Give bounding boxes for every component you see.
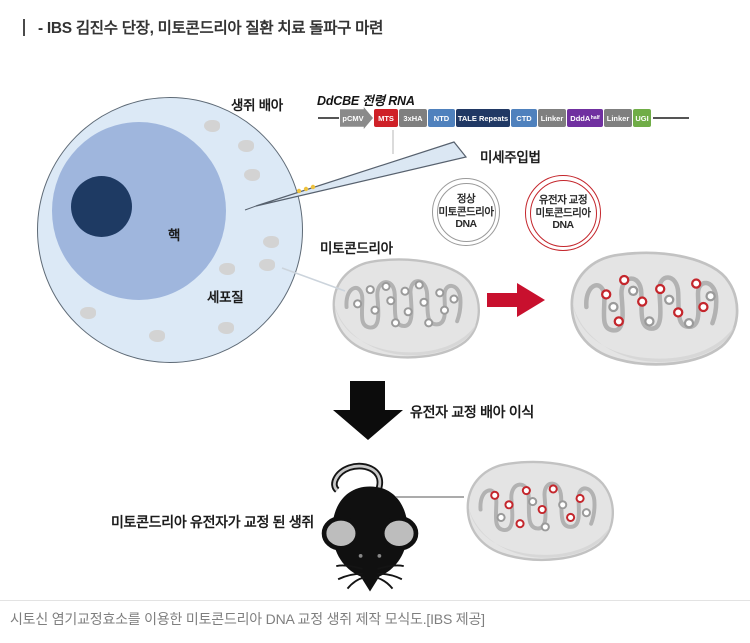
mouse-ear-right [379, 515, 419, 551]
construct-lead-line [318, 117, 339, 119]
construct-title: DdCBE 전령 RNA [317, 94, 415, 108]
segment-ntd: NTD [428, 109, 455, 127]
black-down-arrow [333, 381, 403, 440]
mitochondrion-edited [558, 244, 748, 370]
cytoplasm-label: 세포질 [207, 290, 244, 305]
mitochondria-label: 미토콘드리아 [320, 241, 393, 256]
edited-dna-line1: 유전자 교정 [538, 194, 588, 207]
mitochondrion-in-mouse [465, 460, 615, 562]
construct-trail-line [653, 117, 689, 119]
mitochondrion-blob [80, 307, 96, 319]
mouse-tail-highlight [333, 464, 382, 493]
mitochondrion-blob [149, 330, 165, 342]
mitochondrion-normal [331, 257, 481, 360]
figure-caption: 시토신 염기교정효소를 이용한 미토콘드리아 DNA 교정 생쥐 제작 모식도.… [10, 611, 485, 627]
mitochondrion-blob [259, 259, 275, 271]
edited-dna-line3: DNA [552, 219, 574, 232]
normal-mtdna-text: 정상 미토콘드리아 DNA [436, 182, 496, 242]
mitochondrion-blob [238, 140, 254, 152]
headline-marker-bar [23, 19, 25, 36]
mitochondrion-blob [204, 120, 220, 132]
ddda-main-label: DddA [570, 113, 591, 123]
ddcbe-construct: pCMV MTS 3xHA NTD TALE Repeats CTD Linke… [318, 107, 689, 129]
mitochondrion-blob [244, 169, 260, 181]
edited-mouse-label: 미토콘드리아 유전자가 교정 된 생쥐 [110, 514, 314, 530]
normal-dna-line3: DNA [455, 218, 477, 231]
mitochondrion-blob [219, 263, 235, 275]
caption-divider [0, 600, 750, 601]
headline: - IBS 김진수 단장, 미토콘드리아 질환 치료 돌파구 마련 [38, 20, 384, 37]
mouse-eye-left [358, 553, 363, 558]
segment-tale-repeats: TALE Repeats [456, 109, 510, 127]
embryo-label: 생쥐 배아 [231, 98, 283, 113]
segment-ugi: UGI [633, 109, 651, 127]
edited-mtdna-text: 유전자 교정 미토콘드리아 DNA [529, 179, 597, 247]
injection-droplet [310, 184, 316, 190]
segment-mts: MTS [374, 109, 398, 127]
mouse-illustration [321, 462, 419, 592]
mitochondrion-blob [263, 236, 279, 248]
segment-ctd: CTD [511, 109, 537, 127]
mouse-whiskers [336, 564, 404, 590]
mouse-eye-right [377, 553, 382, 558]
microinjection-label: 미세주입법 [480, 150, 541, 165]
red-right-arrow [487, 283, 545, 317]
mouse-ear-left [321, 515, 361, 551]
transplant-label: 유전자 교정 배아 이식 [410, 404, 534, 420]
mouse-body [332, 486, 408, 592]
normal-mtdna-circle: 정상 미토콘드리아 DNA [432, 178, 500, 246]
edited-dna-line2: 미토콘드리아 [535, 206, 591, 219]
segment-linker-1: Linker [538, 109, 566, 127]
mitochondrion-blob [218, 322, 234, 334]
segment-pcmv: pCMV [340, 107, 373, 129]
ddda-sub-label: half [590, 115, 600, 121]
segment-linker-2: Linker [604, 109, 632, 127]
normal-dna-line1: 정상 [456, 193, 476, 206]
normal-dna-line2: 미토콘드리아 [438, 205, 494, 218]
injection-droplet [303, 186, 309, 192]
segment-3xha: 3xHA [399, 109, 427, 127]
nucleolus [71, 176, 132, 237]
nucleus-label: 핵 [168, 228, 181, 243]
edited-mtdna-circle: 유전자 교정 미토콘드리아 DNA [525, 175, 601, 251]
